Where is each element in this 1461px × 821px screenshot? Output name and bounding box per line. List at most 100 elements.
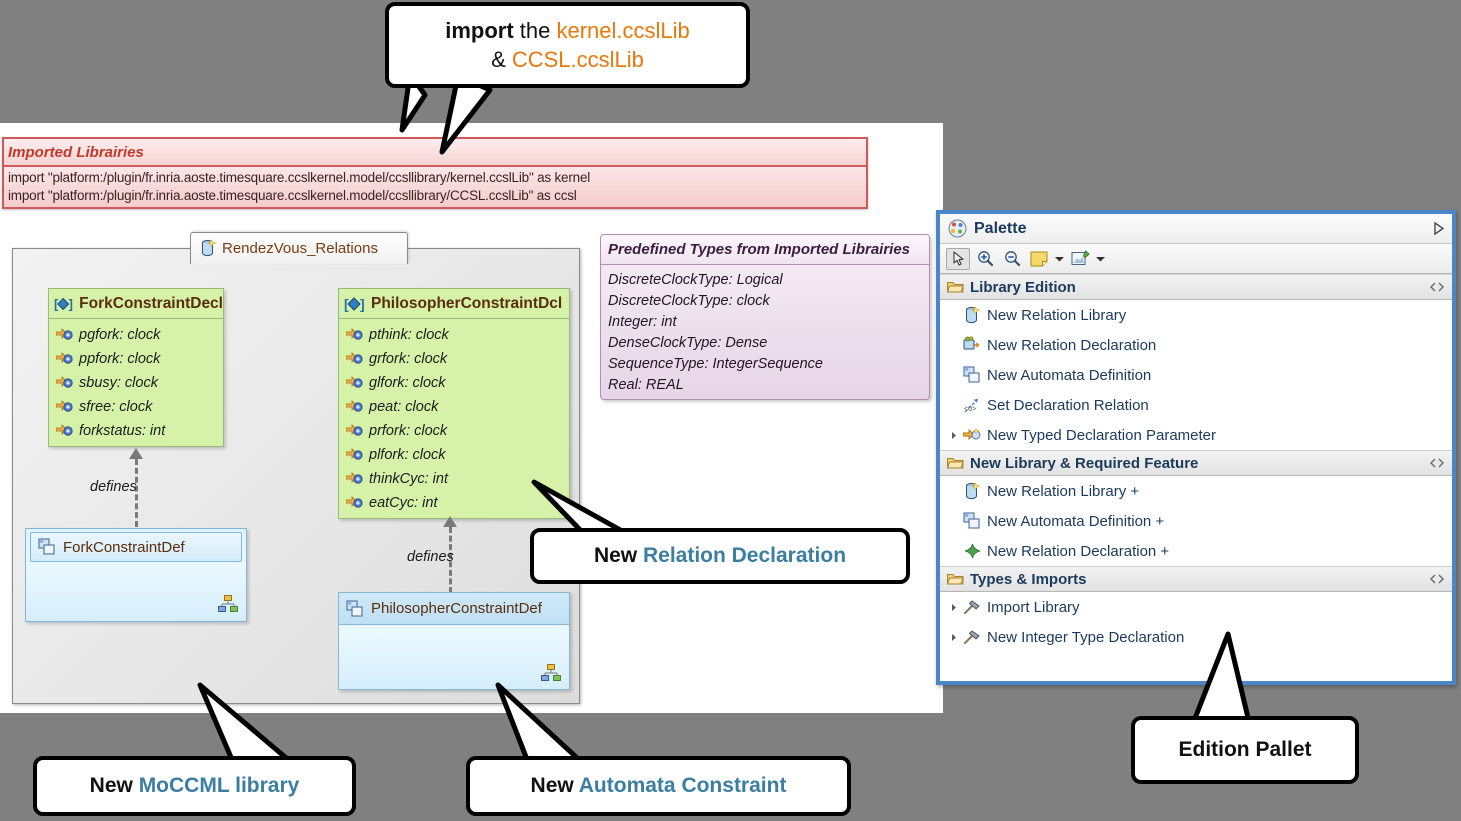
attach-note-dropdown-caret-icon[interactable]	[1095, 248, 1106, 270]
section-label: Library Edition	[970, 278, 1076, 296]
defines-arrowhead	[129, 448, 143, 459]
parameter-icon	[346, 376, 363, 388]
class-name: ForkConstraintDecl	[79, 295, 223, 312]
palette-item-new-automata-definition[interactable]: New Automata Definition	[940, 360, 1452, 390]
def-box-philosopher-constraint-def[interactable]: PhilosopherConstraintDef	[338, 592, 570, 690]
zoom-in-icon[interactable]	[973, 248, 997, 270]
imported-libraries-body: import "platform:/plugin/fr.inria.aoste.…	[4, 167, 866, 207]
play-triangle-icon[interactable]	[1432, 221, 1446, 236]
palette-item-new-relation-library-plus[interactable]: New Relation Library +	[940, 476, 1452, 506]
palette-section-header-types-imports[interactable]: Types & Imports	[940, 566, 1452, 592]
imported-libraries-note: Imported Librairies import "platform:/pl…	[2, 137, 868, 209]
palette-item-new-relation-declaration[interactable]: New Relation Declaration	[940, 330, 1452, 360]
parameter-icon	[56, 424, 73, 436]
svg-text:]: ]	[69, 296, 73, 311]
collapse-chevrons-icon[interactable]	[1430, 458, 1444, 468]
folder-icon	[947, 282, 964, 293]
callout-edition-pallet-text: Edition Pallet	[1178, 738, 1312, 761]
palette-panel[interactable]: Palette	[936, 210, 1456, 685]
predefined-type-entry: SequenceType: IntegerSequence	[608, 356, 823, 372]
relation-declaration-icon	[960, 336, 984, 354]
class-box-fork-constraint-decl[interactable]: [ ] ForkConstraintDecl pgfork: clock ppf…	[48, 288, 224, 447]
palette-header: Palette	[940, 214, 1452, 244]
palette-toolbar[interactable]	[940, 244, 1452, 274]
parameter-icon	[56, 376, 73, 388]
collapse-chevrons-icon[interactable]	[1430, 574, 1444, 584]
import-line: import "platform:/plugin/fr.inria.aoste.…	[8, 188, 577, 203]
parameter-icon	[56, 400, 73, 412]
item-label: Set Declaration Relation	[987, 396, 1149, 414]
callout-moccml-text: New MoCCML library	[76, 773, 314, 799]
def-name: ForkConstraintDef	[63, 538, 185, 556]
palette-item-set-declaration-relation[interactable]: <0> Set Declaration Relation	[940, 390, 1452, 420]
class-attributes: pthink: clock grfork: clock glfork: cloc…	[339, 319, 569, 518]
imported-libraries-title: Imported Librairies	[4, 139, 866, 167]
def-name: PhilosopherConstraintDef	[371, 600, 542, 617]
svg-text:[: [	[344, 296, 349, 312]
parameter-icon	[346, 424, 363, 436]
class-attribute: pgfork: clock	[49, 323, 223, 347]
class-box-philosopher-constraint-decl[interactable]: [ ] PhilosopherConstraintDcl pthink: clo…	[338, 288, 570, 519]
palette-item-new-typed-declaration-parameter[interactable]: New Typed Declaration Parameter	[940, 420, 1452, 450]
predefined-types-body: DiscreteClockType: Logical DiscreteClock…	[601, 265, 929, 396]
attribute-label: sfree: clock	[79, 399, 153, 415]
import-line: import "platform:/plugin/fr.inria.aoste.…	[8, 170, 591, 185]
palette-item-new-relation-declaration-plus[interactable]: New Relation Declaration +	[940, 536, 1452, 566]
parameter-icon	[346, 352, 363, 364]
attach-note-icon[interactable]	[1068, 248, 1092, 270]
palette-section-header-new-library-required-feature[interactable]: New Library & Required Feature	[940, 450, 1452, 476]
callout-import-text: import the kernel.ccslLib & CCSL.ccslLib	[431, 16, 704, 74]
class-attribute: grfork: clock	[339, 347, 569, 371]
note-dropdown-caret-icon[interactable]	[1054, 248, 1065, 270]
callout-import-plain2: &	[491, 47, 512, 72]
hierarchy-icon	[541, 664, 561, 681]
palette-section-header-library-edition[interactable]: Library Edition	[940, 274, 1452, 300]
callout-import-accent1: kernel.ccslLib	[556, 18, 690, 43]
callout-prefix: New	[89, 774, 139, 797]
item-label: New Relation Declaration	[987, 336, 1157, 354]
parameter-icon	[346, 472, 363, 484]
predefined-types-title: Predefined Types from Imported Librairie…	[601, 235, 929, 265]
callout-accent: MoCCML library	[138, 774, 300, 797]
diagram-title-tab[interactable]: RendezVous_Relations	[190, 232, 408, 264]
declaration-diamond-icon: [ ]	[344, 296, 365, 312]
zoom-out-icon[interactable]	[1000, 248, 1024, 270]
defines-arrowhead	[443, 516, 457, 527]
palette-icon	[948, 219, 967, 238]
parameter-icon	[56, 352, 73, 364]
callout-relation-declaration-text: New Relation Declaration	[580, 543, 860, 569]
class-attribute: pthink: clock	[339, 323, 569, 347]
predefined-type-entry: DenseClockType: Dense	[608, 335, 768, 351]
folder-icon	[947, 458, 964, 469]
item-expand-arrow-icon[interactable]	[948, 633, 960, 642]
automata-definition-icon	[960, 366, 984, 384]
item-label: New Automata Definition	[987, 366, 1152, 384]
item-label: New Relation Declaration +	[987, 542, 1170, 560]
typed-declaration-parameter-icon	[960, 427, 984, 444]
collapse-chevrons-icon[interactable]	[1430, 282, 1444, 292]
green-diamond-icon	[960, 543, 984, 559]
parameter-icon	[346, 496, 363, 508]
predefined-type-entry: DiscreteClockType: clock	[608, 293, 770, 309]
palette-item-new-relation-library[interactable]: New Relation Library	[940, 300, 1452, 330]
palette-item-new-automata-definition-plus[interactable]: New Automata Definition +	[940, 506, 1452, 536]
callout-automata-text: New Automata Constraint	[517, 773, 801, 799]
class-attribute: peat: clock	[339, 395, 569, 419]
item-expand-arrow-icon[interactable]	[948, 603, 960, 612]
attribute-label: eatCyc: int	[369, 495, 438, 511]
predefined-type-entry: Integer: int	[608, 314, 677, 330]
class-attribute: eatCyc: int	[339, 491, 569, 515]
relation-library-icon	[960, 481, 984, 501]
def-box-fork-constraint-def[interactable]: ForkConstraintDef	[25, 528, 247, 622]
palette-item-new-integer-type-declaration[interactable]: New Integer Type Declaration	[940, 622, 1452, 652]
class-header: [ ] ForkConstraintDecl	[49, 289, 223, 319]
class-header: [ ] PhilosopherConstraintDcl	[339, 289, 569, 319]
item-expand-arrow-icon[interactable]	[948, 431, 960, 440]
relation-library-icon	[202, 239, 216, 257]
note-icon[interactable]	[1027, 248, 1051, 270]
palette-item-import-library[interactable]: Import Library	[940, 592, 1452, 622]
callout-automata-constraint: New Automata Constraint	[466, 756, 851, 816]
select-arrow-icon[interactable]	[946, 247, 970, 270]
hierarchy-icon	[218, 595, 238, 612]
attribute-label: sbusy: clock	[79, 375, 158, 391]
